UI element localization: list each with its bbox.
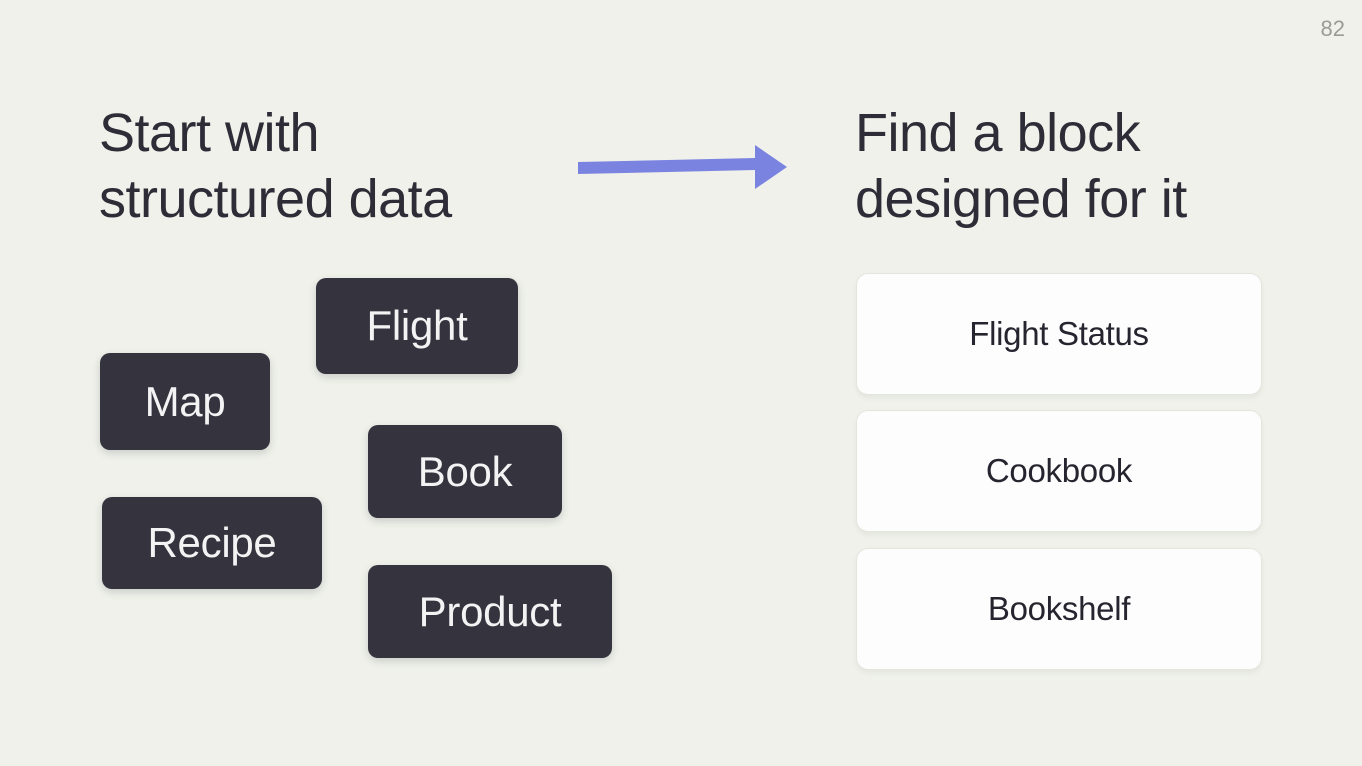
right-arrow-icon bbox=[578, 145, 787, 189]
left-heading-line-1: Start with bbox=[99, 103, 320, 163]
data-tag-map: Map bbox=[100, 353, 270, 450]
right-heading-line-1: Find a block bbox=[855, 103, 1141, 163]
block-card-cookbook: Cookbook bbox=[856, 410, 1262, 532]
data-tag-flight: Flight bbox=[316, 278, 518, 374]
left-heading: Start with structured data bbox=[99, 100, 452, 232]
left-heading-line-2: structured data bbox=[99, 169, 452, 229]
data-tag-product: Product bbox=[368, 565, 612, 658]
block-card-bookshelf: Bookshelf bbox=[856, 548, 1262, 670]
right-heading-line-2: designed for it bbox=[855, 169, 1187, 229]
data-tag-book: Book bbox=[368, 425, 562, 518]
right-heading: Find a block designed for it bbox=[855, 100, 1187, 232]
page-number: 82 bbox=[1320, 16, 1345, 41]
data-tag-recipe: Recipe bbox=[102, 497, 322, 589]
block-card-flight-status: Flight Status bbox=[856, 273, 1262, 395]
